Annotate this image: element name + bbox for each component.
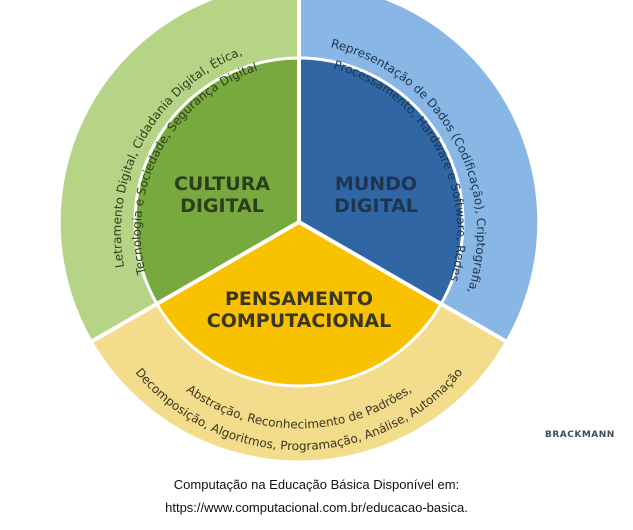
pensamento-title-line1: PENSAMENTO [225, 288, 373, 310]
computing-curriculum-diagram: CULTURA DIGITAL MUNDO DIGITAL PENSAMENTO… [60, 0, 615, 461]
caption-line-1: Computação na Educação Básica Disponível… [173, 477, 460, 492]
pensamento-title-line2: COMPUTACIONAL [207, 310, 391, 332]
mundo-title-line1: MUNDO [335, 173, 417, 195]
inner-sector-pensamento [157, 222, 441, 386]
inner-circle-border [133, 56, 465, 388]
caption-line-2: https://www.computacional.com.br/educaca… [165, 500, 468, 515]
cultura-title-line1: CULTURA [174, 173, 270, 195]
mundo-title-line2: DIGITAL [334, 195, 418, 217]
divider-left [88, 220, 300, 345]
divider-right [298, 220, 510, 345]
sector-dividers [88, 0, 510, 345]
inner-sector-cultura [135, 58, 299, 304]
cultura-title-line2: DIGITAL [180, 195, 264, 217]
brand-label: BRACKMANN [545, 430, 615, 440]
inner-sector-mundo [299, 58, 463, 304]
